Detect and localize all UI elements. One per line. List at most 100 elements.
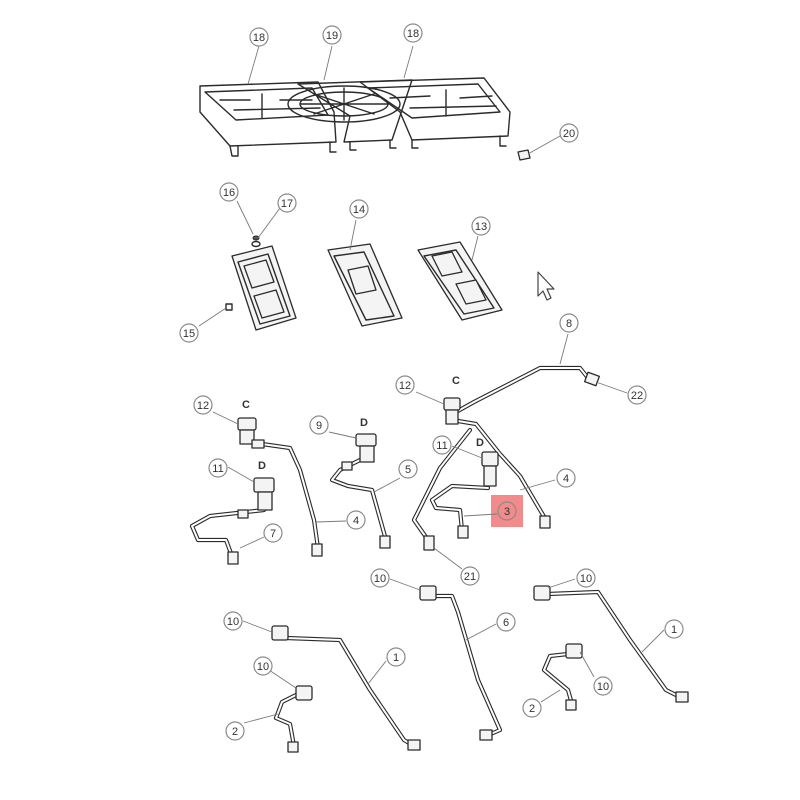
callout-circle <box>398 459 418 479</box>
callout-circle <box>223 611 243 631</box>
burner-base-right <box>417 241 503 321</box>
callout-21: 21 <box>460 566 480 586</box>
callout-circle <box>556 468 576 488</box>
callout-circle <box>559 313 579 333</box>
callout-circle <box>349 199 369 219</box>
connector-letter-c: C <box>452 375 460 387</box>
callout-circle <box>386 647 406 667</box>
callout-circle <box>370 568 390 588</box>
callout-circle <box>309 415 329 435</box>
callout-number: 2 <box>529 703 535 715</box>
callout-number: 2 <box>232 726 238 738</box>
callout-3-highlight <box>491 495 523 527</box>
callout-number: 19 <box>326 30 338 42</box>
burner-base-left <box>225 235 297 331</box>
callout-circle <box>576 568 596 588</box>
callout-number: 10 <box>257 661 269 673</box>
callout-number: 20 <box>563 128 575 140</box>
callout-circle <box>253 656 273 676</box>
callout-14: 14 <box>349 199 369 219</box>
burner-base-middle <box>327 243 403 327</box>
callout-circle <box>627 385 647 405</box>
mouse-pointer-icon <box>537 271 555 301</box>
callout-number: 18 <box>407 28 419 40</box>
callout-number: 15 <box>183 328 195 340</box>
callout-5: 5 <box>398 459 418 479</box>
callout-10: 10 <box>593 676 613 696</box>
callout-17: 17 <box>277 193 297 213</box>
connector-letter-c: C <box>242 399 250 411</box>
callout-10: 10 <box>223 611 243 631</box>
callout-circle <box>460 566 480 586</box>
cooktop-grates <box>199 77 511 157</box>
callout-10: 10 <box>370 568 390 588</box>
callout-circle <box>193 395 213 415</box>
callout-number: 11 <box>436 440 447 452</box>
callout-circle <box>403 23 423 43</box>
callout-number: 13 <box>475 221 487 233</box>
callout-number: 4 <box>353 515 359 527</box>
callout-2: 2 <box>225 721 245 741</box>
callout-number: 1 <box>393 652 399 664</box>
valves-and-fittings <box>227 371 689 753</box>
connector-letters: C D D C D <box>242 375 484 472</box>
callout-11: 11 <box>208 458 228 478</box>
callout-number: 14 <box>353 204 365 216</box>
callout-20: 20 <box>559 123 579 143</box>
callout-number: 5 <box>405 464 411 476</box>
callout-7: 7 <box>263 523 283 543</box>
callout-number: 18 <box>253 32 265 44</box>
callout-circle <box>249 27 269 47</box>
callout-15: 15 <box>179 323 199 343</box>
callout-13: 13 <box>471 216 491 236</box>
callout-number: 10 <box>227 616 239 628</box>
callout-1: 1 <box>386 647 406 667</box>
callout-circle <box>263 523 283 543</box>
callout-circle <box>497 501 517 521</box>
callout-number: 12 <box>197 400 209 412</box>
callout-22: 22 <box>627 385 647 405</box>
callout-18: 18 <box>403 23 423 43</box>
callout-circle <box>471 216 491 236</box>
callout-circle <box>664 619 684 639</box>
callout-1: 1 <box>664 619 684 639</box>
callout-number: 12 <box>399 380 411 392</box>
callout-circle <box>179 323 199 343</box>
callout-number: 7 <box>270 528 276 540</box>
callout-number: 10 <box>374 573 386 585</box>
callout-circle <box>496 612 516 632</box>
connector-letter-d: D <box>258 460 266 472</box>
callout-18: 18 <box>249 27 269 47</box>
callout-number: 21 <box>464 571 476 583</box>
callout-number: 9 <box>316 420 322 432</box>
callout-number: 22 <box>631 390 643 402</box>
callout-3: 3 <box>497 501 517 521</box>
callout-circle <box>225 721 245 741</box>
callout-number: 16 <box>223 187 235 199</box>
callout-circle <box>395 375 415 395</box>
callout-number: 3 <box>504 506 510 518</box>
leader-lines <box>198 45 665 724</box>
callout-number: 8 <box>566 318 572 330</box>
callout-19: 19 <box>322 25 342 45</box>
callout-number: 10 <box>597 681 609 693</box>
callout-6: 6 <box>496 612 516 632</box>
connector-letter-d: D <box>476 437 484 449</box>
callout-9: 9 <box>309 415 329 435</box>
callout-16: 16 <box>219 182 239 202</box>
callout-number: 6 <box>503 617 509 629</box>
gas-tubes <box>189 365 685 749</box>
connector-letter-d: D <box>360 417 368 429</box>
callout-number: 4 <box>563 473 569 485</box>
callout-circle <box>346 510 366 530</box>
callout-4: 4 <box>346 510 366 530</box>
callout-circle <box>593 676 613 696</box>
callout-circle <box>208 458 228 478</box>
callout-circle <box>432 435 452 455</box>
grate-foot-part <box>517 149 531 161</box>
callout-circle <box>219 182 239 202</box>
callout-circle <box>559 123 579 143</box>
callout-11: 11 <box>432 435 452 455</box>
callout-12: 12 <box>395 375 415 395</box>
